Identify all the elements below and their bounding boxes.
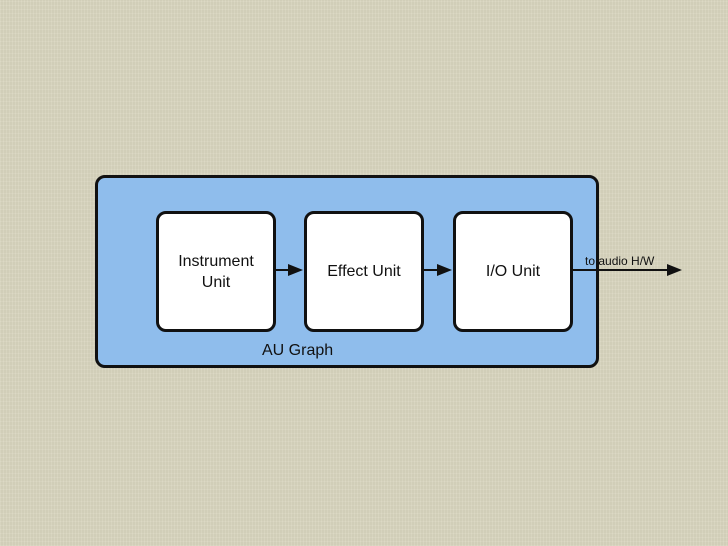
arrow-io-to-audio-hw (573, 264, 682, 276)
io-unit-node: I/O Unit (453, 211, 573, 332)
io-unit-label: I/O Unit (485, 263, 541, 280)
arrow-instrument-to-effect (276, 264, 303, 276)
arrow-effect-to-io (424, 264, 452, 276)
au-graph-label: AU Graph (262, 342, 334, 359)
effect-unit-node: Effect Unit (304, 211, 424, 332)
effect-unit-label: Effect Unit (327, 263, 401, 280)
output-label: to audio H/W (585, 254, 655, 268)
instrument-unit-node: Instrument Unit (156, 211, 276, 332)
instrument-unit-label: Instrument Unit (178, 252, 254, 291)
